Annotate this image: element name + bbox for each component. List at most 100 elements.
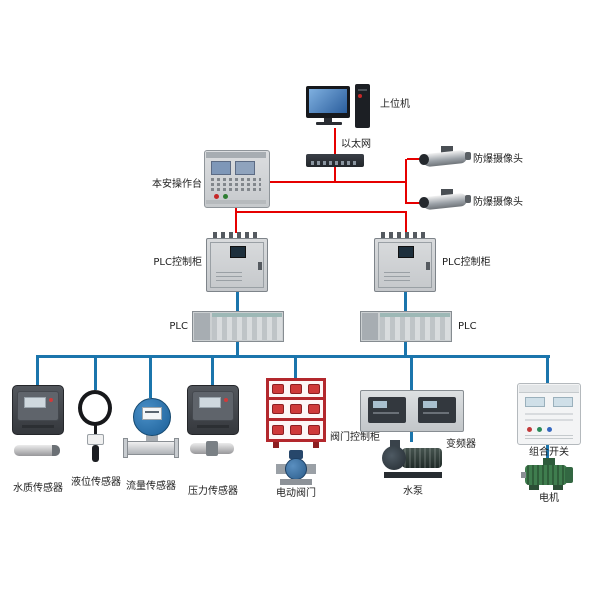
plc-right-label: PLC: [458, 321, 477, 332]
camera-bracket: [441, 146, 453, 153]
red-line-horizontal-upper: [268, 181, 407, 183]
camera-bottom-graphic: [419, 189, 471, 215]
plc-cabinet-right-label: PLC控制柜: [442, 257, 491, 268]
ethernet-switch-graphic: [306, 154, 364, 167]
vfd-label: 变频器: [446, 439, 476, 450]
motor-foot: [529, 485, 539, 490]
blue-drop-flow: [149, 358, 152, 398]
blue-line-plc-right-to-bus: [404, 342, 407, 357]
switch-panel-line: [525, 413, 573, 415]
flowmeter-display-text: [145, 411, 159, 413]
plc-psu-module: [194, 313, 210, 340]
camera-body: [422, 192, 468, 211]
sensor-cable: [94, 423, 97, 434]
valve-unit: [290, 384, 302, 394]
sensor-head: [87, 434, 104, 445]
cabinet-vents: [216, 272, 242, 284]
sensor-probe: [14, 445, 60, 456]
water-quality-sensor-label: 水质传感器: [13, 483, 63, 494]
camera-lens: [419, 154, 429, 165]
vfd-keys-left: [373, 412, 399, 414]
sensor-led: [49, 398, 53, 402]
console-screen-right: [235, 161, 255, 175]
valve-unit: [308, 404, 320, 414]
console-red-button: [214, 194, 219, 199]
switch-panel-line: [525, 419, 573, 421]
probe-cap: [52, 445, 60, 456]
switch-window-right: [553, 397, 573, 407]
camera-bottom-label: 防爆摄像头: [473, 197, 523, 208]
camera-lens: [419, 197, 429, 208]
sensor-probe: [92, 445, 99, 462]
flowmeter-neck: [146, 432, 158, 442]
motor-label: 电机: [539, 493, 559, 504]
valve-base: [280, 479, 312, 485]
host-computer-label: 上位机: [380, 99, 410, 110]
vfd-graphic: [360, 390, 464, 432]
switch-cabinet-top: [519, 385, 579, 393]
vfd-display-right: [423, 401, 437, 408]
tower-drive-slot: [358, 89, 367, 91]
plc-io-modules: [212, 313, 282, 340]
sensor-display: [199, 397, 221, 408]
valve-flange-right: [306, 464, 316, 474]
red-line-camera-trunk: [405, 159, 407, 204]
motor-fins: [527, 465, 565, 485]
safety-console-label: 本安操作台: [152, 179, 202, 190]
pump-motor-fins: [404, 448, 440, 468]
valve-unit: [290, 425, 302, 435]
plc-left-label: PLC: [169, 321, 188, 332]
plc-cabinet-left-graphic: [206, 232, 268, 292]
monitor-stand: [324, 118, 332, 122]
switch-ports: [311, 161, 359, 165]
cabinet-latch: [426, 262, 430, 270]
blue-drop-level: [94, 358, 97, 390]
motor-graphic: [521, 458, 577, 492]
cabinet-latch: [258, 262, 262, 270]
cabinet-terminals: [381, 232, 429, 238]
console-screen-left: [211, 161, 231, 175]
sensor-led: [224, 398, 228, 402]
switch-indicator-blue: [547, 427, 552, 432]
blue-line-cabinet-right-to-plc: [404, 292, 407, 311]
blue-line-cabinet-left-to-plc: [236, 292, 239, 311]
flow-sensor-graphic: [123, 398, 179, 458]
red-line-console-to-cabinet: [235, 206, 237, 233]
valve-control-cabinet-label: 阀门控制柜: [330, 432, 380, 443]
pump-volute: [382, 446, 406, 470]
water-quality-sensor-graphic: [12, 385, 68, 457]
pump-outlet: [390, 440, 400, 449]
cabinet-terminals: [213, 232, 261, 238]
valve-control-cabinet-graphic: [266, 378, 326, 448]
plc-cabinet-left-label: PLC控制柜: [153, 257, 202, 268]
red-line-right-cabinet-drop: [405, 213, 407, 233]
vfd-keys-right: [423, 412, 449, 414]
electric-valve-label: 电动阀门: [276, 488, 316, 499]
plc-module-accent: [212, 313, 282, 317]
valve-unit: [308, 425, 320, 435]
valve-actuator: [289, 450, 303, 459]
combination-switch-graphic: [517, 383, 581, 445]
flowmeter-display: [142, 407, 162, 420]
blue-drop-valve-cabinet: [294, 358, 297, 378]
pump-motor: [402, 448, 442, 468]
pressure-sensor-label: 压力传感器: [188, 486, 238, 497]
probe-hex-nut: [206, 441, 218, 456]
flowmeter-flange-left: [123, 438, 128, 458]
console-button-row: [211, 183, 261, 186]
cabinet-door: [378, 242, 432, 288]
red-line-switch-to-bus: [334, 167, 336, 183]
cabinet-door: [210, 242, 264, 288]
frame-leg: [273, 442, 279, 448]
red-line-camera-bottom-stub: [407, 202, 420, 204]
console-button-row: [211, 178, 261, 181]
flowmeter-flange-right: [174, 438, 179, 458]
camera-body: [422, 149, 468, 168]
vfd-display-left: [373, 401, 387, 408]
motor-junction-box: [543, 458, 555, 466]
switch-indicator-green: [537, 427, 542, 432]
sensor-display: [24, 397, 46, 408]
sensor-slot: [197, 425, 229, 428]
sensor-slot: [22, 425, 54, 428]
